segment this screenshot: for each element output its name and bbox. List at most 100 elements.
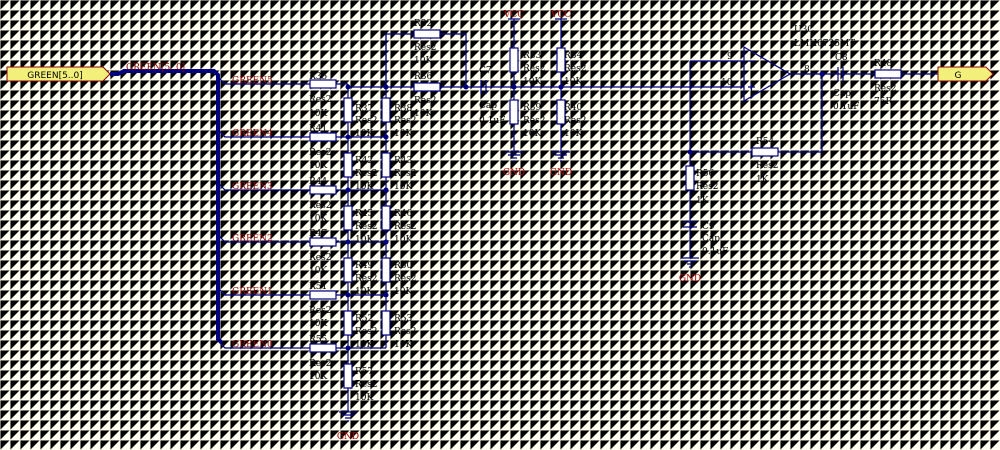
junctions <box>345 71 825 351</box>
opamp-stage <box>683 45 938 258</box>
r56-type: Res2 <box>696 182 718 192</box>
r35-type: Res2 <box>309 95 331 105</box>
r42-val: 10K <box>355 182 373 192</box>
r47-type: Res2 <box>309 253 331 263</box>
green-bus <box>110 69 224 345</box>
net-label-green4: GREEN4 <box>232 129 273 139</box>
r46-val: 10K <box>394 235 412 245</box>
r49-ref: R49 <box>355 261 374 271</box>
c9-val: 0.1uF <box>702 247 728 257</box>
r41-val: 10K <box>309 161 327 171</box>
r45-type: Res2 <box>355 222 377 232</box>
c9-ref: C9 <box>702 222 715 232</box>
bus-entries <box>217 76 310 349</box>
r55-ref: R55 <box>309 335 328 345</box>
r54-val: 1K <box>756 175 769 185</box>
r42-ref: R42 <box>355 156 373 166</box>
r39-type: Res2 <box>523 116 545 126</box>
r47-ref: R47 <box>309 229 328 239</box>
output-port-label: G <box>955 71 962 81</box>
gnd-label-3: GND <box>337 432 359 442</box>
r50-type: Res2 <box>394 274 416 284</box>
net-label-green0: GREEN0 <box>232 340 273 350</box>
r48-ref: R48 <box>874 59 893 69</box>
r34-ref: R34 <box>564 51 583 61</box>
r51-val: 10K <box>309 319 327 329</box>
c9-type: Cap <box>702 234 720 244</box>
net-label-green5: GREEN5 <box>232 76 273 86</box>
r32-val: 10K <box>414 56 432 66</box>
c7-val: 0.1uF <box>479 116 505 126</box>
r53-type: Res2 <box>394 327 416 337</box>
r55-type: Res2 <box>309 359 331 369</box>
opamp-pin-10: 10 <box>721 78 733 88</box>
r39-ref: R39 <box>523 103 542 113</box>
r42-type: Res2 <box>355 169 377 179</box>
r49-val: 10K <box>355 287 373 297</box>
gnd-label-2: GND <box>550 168 572 178</box>
r33-val: 10K <box>523 77 541 87</box>
r32-ref: R32 <box>414 19 432 29</box>
r53-val: 10K <box>394 340 412 350</box>
r36-ref: R36 <box>414 72 433 82</box>
r53-ref: R53 <box>394 314 413 324</box>
r50-ref: R50 <box>394 261 413 271</box>
input-port-label: GREEN[5..0] <box>27 71 83 81</box>
r47-val: 10K <box>309 266 327 276</box>
c7-ref: C7 <box>479 66 492 76</box>
r39-val: 10K <box>523 129 541 139</box>
r36-val: 10K <box>414 109 432 119</box>
r46-ref: R46 <box>394 209 413 219</box>
r51-type: Res2 <box>309 306 331 316</box>
opamp-part: LMH6725MT <box>794 39 855 49</box>
r54-ref: R54 <box>756 137 775 147</box>
r45-ref: R45 <box>355 209 374 219</box>
r52-type: Res2 <box>355 327 377 337</box>
r57-ref: R57 <box>355 367 374 377</box>
c8-val: 0.1uF <box>833 102 859 112</box>
opamp-pin-9: 9 <box>727 52 733 62</box>
r50-val: 10K <box>394 287 412 297</box>
r44-ref: R44 <box>309 177 328 187</box>
ladder-input-resistors <box>309 79 348 353</box>
r41-type: Res2 <box>309 148 331 158</box>
r57-type: Res2 <box>355 380 377 390</box>
r46-type: Res2 <box>394 222 416 232</box>
r44-type: Res2 <box>309 201 331 211</box>
ladder-top-row <box>348 29 514 94</box>
r38-val: 10K <box>394 129 412 139</box>
r40-ref: R40 <box>564 103 583 113</box>
r37-val: 10K <box>355 129 373 139</box>
r34-type: Res2 <box>564 64 586 74</box>
r36-type: Res2 <box>414 96 436 106</box>
r35-ref: R35 <box>309 72 328 82</box>
opamp-designator: U3C <box>794 25 814 35</box>
r57-val: 10K <box>355 393 373 403</box>
r37-ref: R37 <box>355 104 374 114</box>
r34-val: 10K <box>564 77 582 87</box>
component-labels: R35 Res2 10K R37 Res2 10K R38 Res2 10K R… <box>309 19 896 403</box>
r38-type: Res2 <box>394 116 416 126</box>
gnd-label-1: GND <box>503 168 525 178</box>
r56-ref: R56 <box>696 169 715 179</box>
vcc-label-1: VCC <box>503 10 524 20</box>
r38-ref: R38 <box>394 104 413 114</box>
input-port[interactable]: GREEN[5..0] <box>6 66 111 82</box>
c7-type: Cap <box>479 101 497 111</box>
net-label-green1: GREEN1 <box>232 287 273 297</box>
r48-type: Res2 <box>874 84 896 94</box>
r41-ref: R41 <box>309 124 327 134</box>
net-label-green2: GREEN2 <box>232 234 273 244</box>
opamp-pin-8: 8 <box>804 65 810 75</box>
r52-val: 10K <box>355 340 373 350</box>
output-port[interactable]: G <box>937 66 994 82</box>
r40-type: Res2 <box>564 116 586 126</box>
r40-val: 10K <box>564 129 582 139</box>
r45-val: 10K <box>355 235 373 245</box>
bus-label: GREEN[5..0] <box>126 63 185 73</box>
r44-val: 10K <box>309 214 327 224</box>
r56-val: 1K <box>696 196 709 206</box>
vcc-label-2: VCC <box>550 10 571 20</box>
r55-val: 10K <box>309 372 327 382</box>
